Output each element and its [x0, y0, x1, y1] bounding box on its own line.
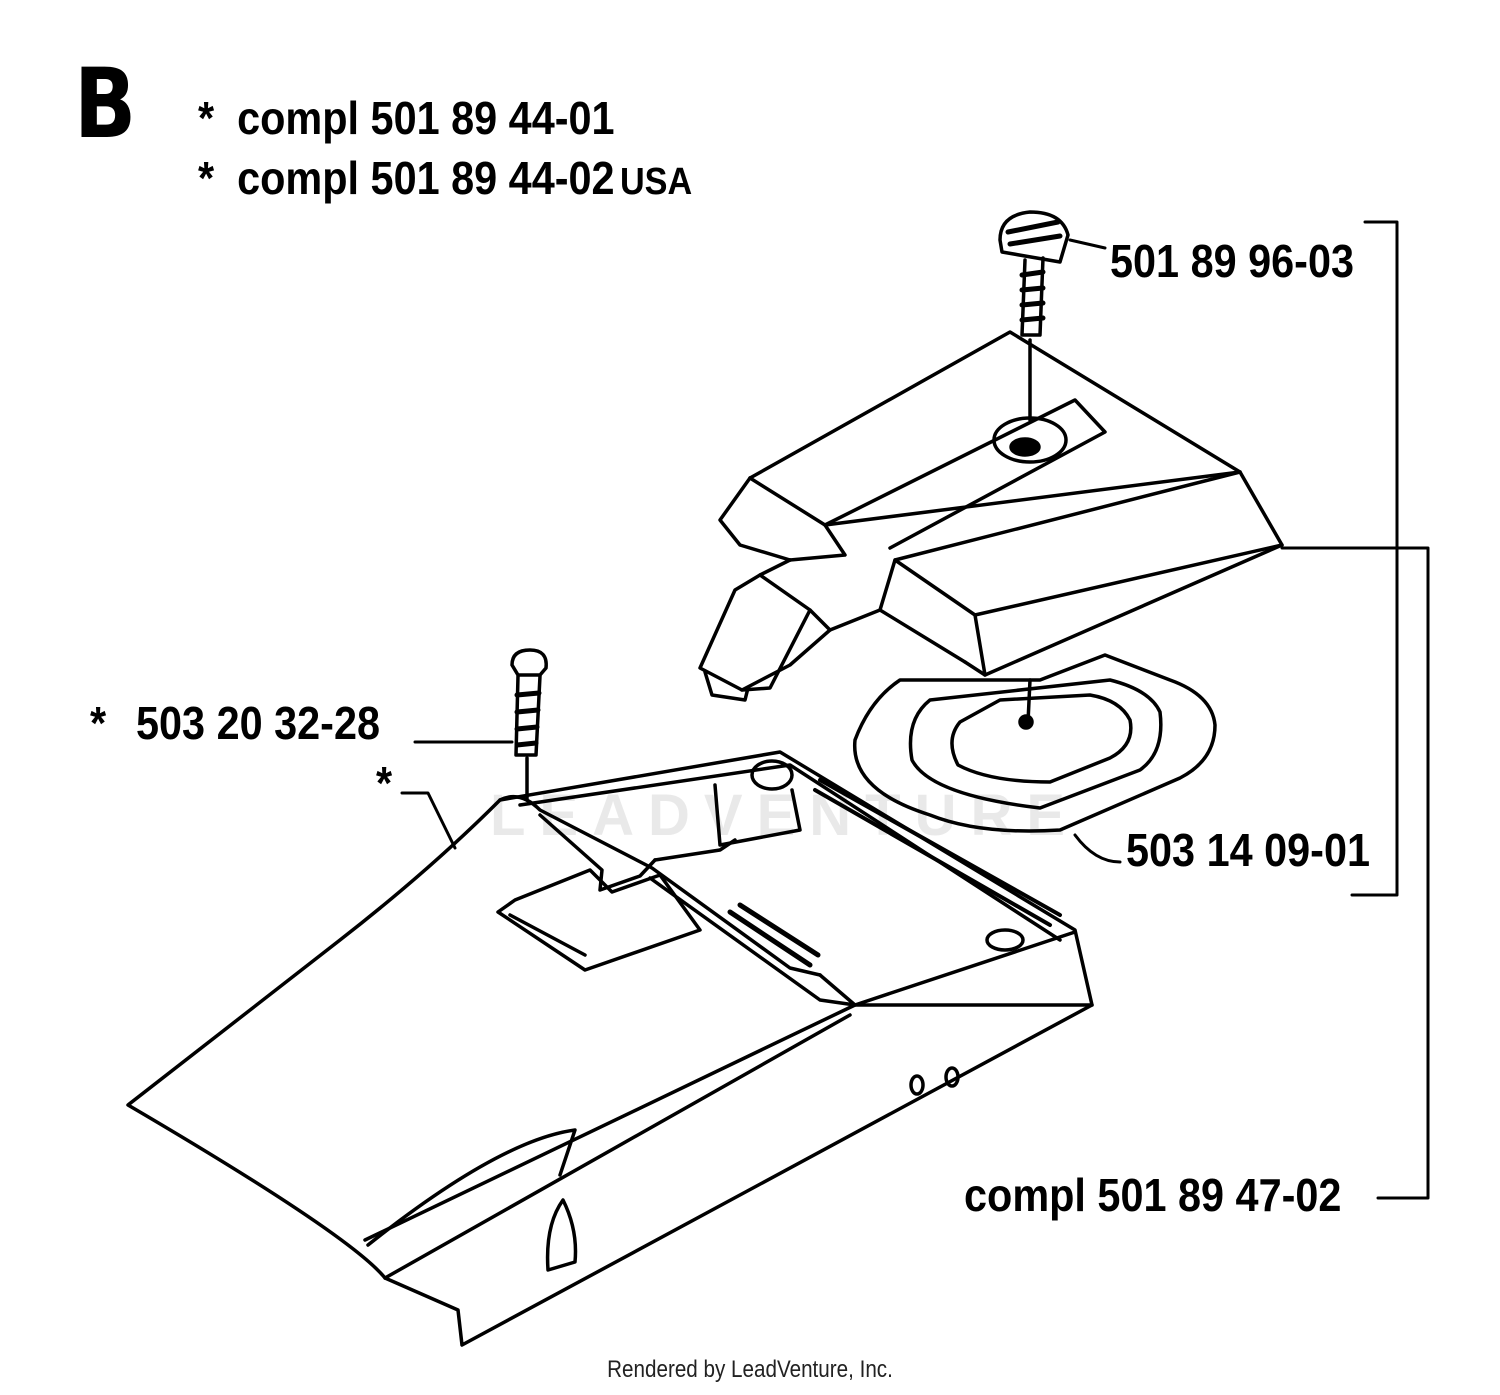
cylinder-cover-drawing	[126, 750, 1094, 1347]
callout-assembly: compl 501 89 47-02	[964, 1169, 1342, 1221]
leader-lines	[400, 220, 1430, 1200]
watermark: LEADVENTURE	[490, 783, 1079, 848]
section-letter: B	[74, 48, 137, 160]
knob-drawing	[998, 210, 1070, 422]
filter-cover-drawing	[698, 330, 1284, 702]
header-line-1-star: *	[198, 92, 215, 144]
header-line-2-suffix: USA	[619, 161, 693, 203]
callout-cover-star: *	[376, 757, 393, 809]
header-line-1-text: compl 501 89 44-01	[237, 92, 615, 144]
callout-screw: 503 20 32-28	[136, 697, 381, 749]
callout-filter: 503 14 09-01	[1126, 824, 1371, 876]
filter-element-drawing	[853, 653, 1217, 833]
callout-knob: 501 89 96-03	[1110, 235, 1355, 287]
footer-credit: Rendered by LeadVenture, Inc.	[607, 1356, 893, 1383]
screw-drawing	[510, 648, 548, 802]
callout-screw-star: *	[90, 697, 107, 749]
header-line-2-text: compl 501 89 44-02	[237, 152, 615, 204]
header-line-1: * compl 501 89 44-01	[198, 95, 615, 141]
header-line-2-star: *	[198, 152, 215, 204]
